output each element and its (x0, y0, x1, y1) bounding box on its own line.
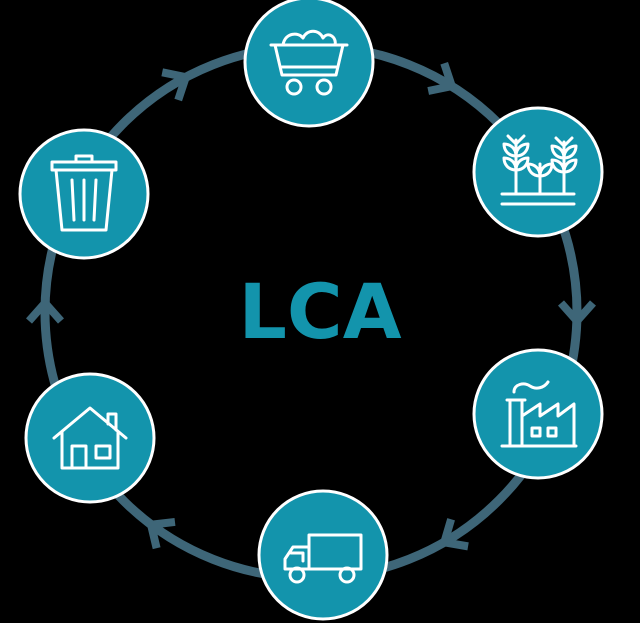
crops-icon (500, 134, 578, 206)
center-label: LCA (238, 267, 401, 356)
flow-arrow (26, 296, 64, 324)
flow-arrow (146, 517, 176, 550)
trash-bin-icon (50, 154, 118, 232)
flow-arrows (26, 62, 596, 551)
flow-arrow (161, 68, 192, 102)
flow-arrow (558, 300, 596, 328)
delivery-truck-icon (283, 533, 363, 584)
house-icon (52, 406, 128, 470)
stage-use (24, 372, 156, 504)
stage-manufacturing (472, 348, 604, 480)
flow-arrow (439, 518, 469, 551)
stage-transport (257, 489, 389, 621)
stage-raw-materials (243, 0, 375, 128)
flow-arrow (427, 62, 458, 95)
stage-end-of-life (18, 128, 150, 260)
factory-icon (500, 380, 578, 448)
mining-cart-icon (269, 29, 349, 96)
stage-agriculture (472, 106, 604, 238)
